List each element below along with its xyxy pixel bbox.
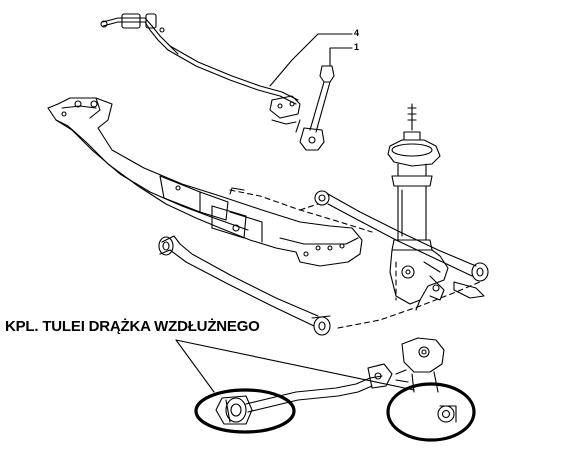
highlight-circle-left [194, 388, 296, 434]
caption-leaders [175, 339, 415, 393]
trailing-arm [158, 235, 331, 336]
highlight-circles [194, 382, 476, 442]
bushing-kit-caption: KPL. TULEI DRĄŻKA WZDŁUŻNEGO [5, 318, 260, 335]
highlight-circle-right [386, 382, 476, 442]
stabilizer-link [295, 65, 335, 151]
stabilizer-bar [100, 13, 301, 125]
detail-arm [215, 363, 393, 425]
bushing-icon [437, 405, 455, 423]
bushing-icon [225, 397, 247, 423]
callout-number-1: 1 [354, 42, 360, 52]
lateral-arm [314, 190, 489, 299]
mounting-guides [229, 189, 481, 329]
strut-assembly [387, 103, 449, 311]
callout-leaders [269, 33, 353, 87]
callout-number-4: 4 [354, 28, 360, 38]
detail-knuckle [395, 337, 457, 423]
rear-crossmember [47, 97, 363, 267]
